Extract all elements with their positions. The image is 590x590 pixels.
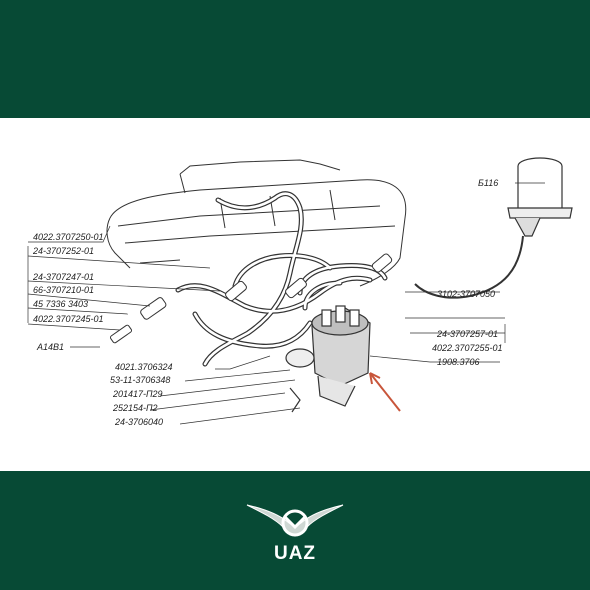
- leader-lines: [27, 182, 545, 425]
- label-24-3707252-01: 24-3707252-01: [32, 246, 94, 256]
- label-24-3706040: 24-3706040: [114, 417, 163, 427]
- engine-outline: [106, 159, 407, 287]
- label-1908-3706: 1908.3706: [437, 357, 480, 367]
- label-4022-3707250-01: 4022.3707250-01: [33, 232, 104, 242]
- label-201417-p29: 201417-П29: [112, 389, 163, 399]
- spark-plug-caps: [109, 253, 393, 344]
- label-24-3707247-01: 24-3707247-01: [32, 272, 94, 282]
- label-4022-3707255-01: 4022.3707255-01: [432, 343, 503, 353]
- label-b116: Б116: [478, 178, 498, 188]
- brand-name: UAZ: [273, 543, 317, 564]
- distributor: [285, 305, 371, 413]
- top-green-band: [0, 0, 590, 118]
- label-53-11-3706348: 53-11-3706348: [110, 375, 170, 385]
- ignition-coil: [414, 157, 573, 299]
- label-24-3707257-01: 24-3707257-01: [436, 329, 498, 339]
- ignition-wiring-diagram: 4022.3707250-01 24-3707252-01 24-3707247…: [0, 118, 590, 471]
- label-252154-p2: 252154-П2: [112, 403, 158, 413]
- label-66-3707210-01: 66-3707210-01: [33, 285, 94, 295]
- label-4021-3706324: 4021.3706324: [115, 362, 173, 372]
- uaz-logo-icon: [245, 497, 345, 543]
- highlight-arrow: [369, 372, 401, 412]
- label-4022-3707245-01: 4022.3707245-01: [33, 314, 104, 324]
- label-45-7336-3403: 45 7336 3403: [33, 299, 88, 309]
- label-3102-3707050: 3102-3707050: [437, 289, 495, 299]
- label-a14b1: A14B1: [36, 342, 64, 352]
